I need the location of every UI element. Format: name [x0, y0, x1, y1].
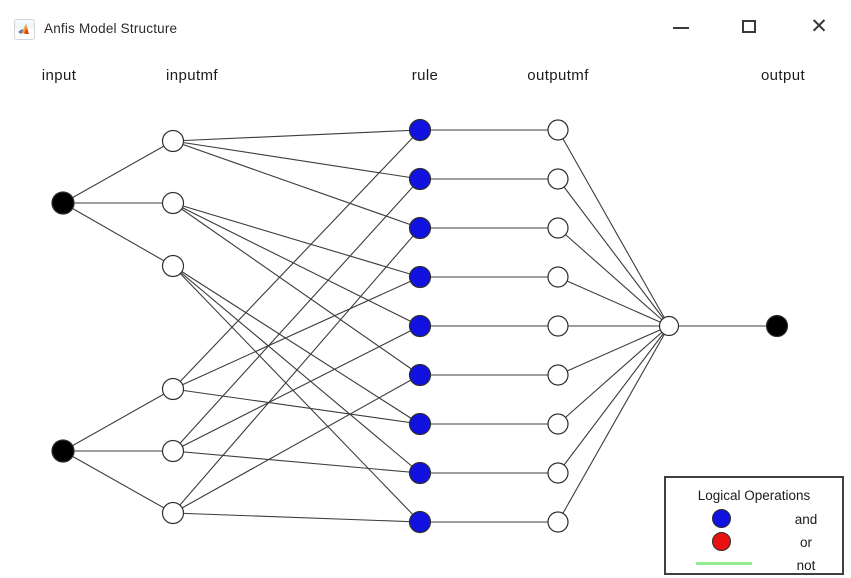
- inputmf-node-mf3: [161, 254, 185, 278]
- rule-node-r5: [408, 314, 432, 338]
- outputmf-node-o9: [547, 511, 569, 533]
- edge-in2-mf4: [62, 388, 174, 452]
- outputmf-node-o6: [547, 364, 569, 386]
- edge-mf4-r1: [172, 129, 421, 390]
- edge-mf5-r2: [172, 178, 421, 452]
- logical-operations-legend: Logical Operations and or not: [664, 476, 844, 575]
- legend-label-and: and: [794, 512, 818, 527]
- matlab-app-icon: [14, 19, 35, 40]
- edge-o9-agg: [557, 325, 670, 523]
- column-label-input: input: [41, 67, 77, 84]
- minimize-icon: [673, 27, 689, 29]
- outputmf-node-o7: [547, 413, 569, 435]
- rule-node-r7: [408, 412, 432, 436]
- edge-mf2-r5: [172, 202, 421, 327]
- edge-o1-agg: [557, 129, 670, 327]
- edge-mf4-r7: [172, 388, 421, 425]
- column-label-outputmf: outputmf: [527, 67, 589, 84]
- close-icon: ✕: [810, 15, 828, 38]
- edge-mf5-r8: [172, 450, 421, 474]
- outputmf-node-o1: [547, 119, 569, 141]
- rule-node-r3: [408, 216, 432, 240]
- edge-mf5-r5: [172, 325, 421, 452]
- outputmf-node-o4: [547, 266, 569, 288]
- inputmf-node-mf1: [161, 129, 185, 153]
- inputmf-node-mf6: [161, 501, 185, 525]
- window-title: Anfis Model Structure: [44, 21, 178, 36]
- edge-o8-agg: [557, 325, 670, 474]
- rule-node-r9: [408, 510, 432, 534]
- input-node-in2: [51, 439, 75, 463]
- column-label-output: output: [760, 67, 806, 84]
- edge-in1-mf3: [62, 202, 174, 267]
- maximize-button[interactable]: [735, 12, 765, 42]
- rule-node-r1: [408, 118, 432, 142]
- edge-mf1-r3: [172, 140, 421, 229]
- agg-node-agg: [658, 315, 680, 337]
- edge-mf3-r8: [172, 265, 421, 474]
- edge-mf1-r2: [172, 140, 421, 180]
- inputmf-node-mf5: [161, 439, 185, 463]
- edge-o7-agg: [557, 325, 670, 425]
- edge-mf6-r3: [172, 227, 421, 514]
- legend-title: Logical Operations: [697, 488, 811, 503]
- maximize-icon: [742, 20, 756, 33]
- outputmf-node-o3: [547, 217, 569, 239]
- inputmf-node-mf4: [161, 377, 185, 401]
- edge-mf2-r6: [172, 202, 421, 376]
- legend-label-or: or: [799, 535, 812, 550]
- edge-o3-agg: [557, 227, 670, 327]
- rule-node-r6: [408, 363, 432, 387]
- edge-o4-agg: [557, 276, 670, 327]
- titlebar[interactable]: Anfis Model Structure ✕: [0, 0, 851, 56]
- or-circle-icon: [712, 532, 731, 551]
- edge-mf2-r4: [172, 202, 421, 278]
- outputmf-node-o8: [547, 462, 569, 484]
- column-label-inputmf: inputmf: [166, 67, 218, 84]
- edge-o2-agg: [557, 178, 670, 327]
- outputmf-node-o2: [547, 168, 569, 190]
- outputmf-node-o5: [547, 315, 569, 337]
- output-node-out: [765, 314, 789, 338]
- and-circle-icon: [712, 509, 731, 528]
- legend-label-not: not: [796, 558, 816, 573]
- edge-mf3-r9: [172, 265, 421, 523]
- edge-mf6-r9: [172, 512, 421, 523]
- edge-mf4-r4: [172, 276, 421, 390]
- column-label-rule: rule: [411, 67, 439, 84]
- input-node-in1: [51, 191, 75, 215]
- rule-node-r8: [408, 461, 432, 485]
- close-button[interactable]: ✕: [802, 10, 836, 44]
- edge-o6-agg: [557, 325, 670, 376]
- edge-mf1-r1: [172, 129, 421, 142]
- edge-in2-mf6: [62, 450, 174, 514]
- edge-in1-mf1: [62, 140, 174, 204]
- edge-mf6-r6: [172, 374, 421, 514]
- minimize-button[interactable]: [666, 14, 696, 42]
- rule-node-r4: [408, 265, 432, 289]
- not-line-icon: [696, 562, 752, 565]
- inputmf-node-mf2: [161, 191, 185, 215]
- rule-node-r2: [408, 167, 432, 191]
